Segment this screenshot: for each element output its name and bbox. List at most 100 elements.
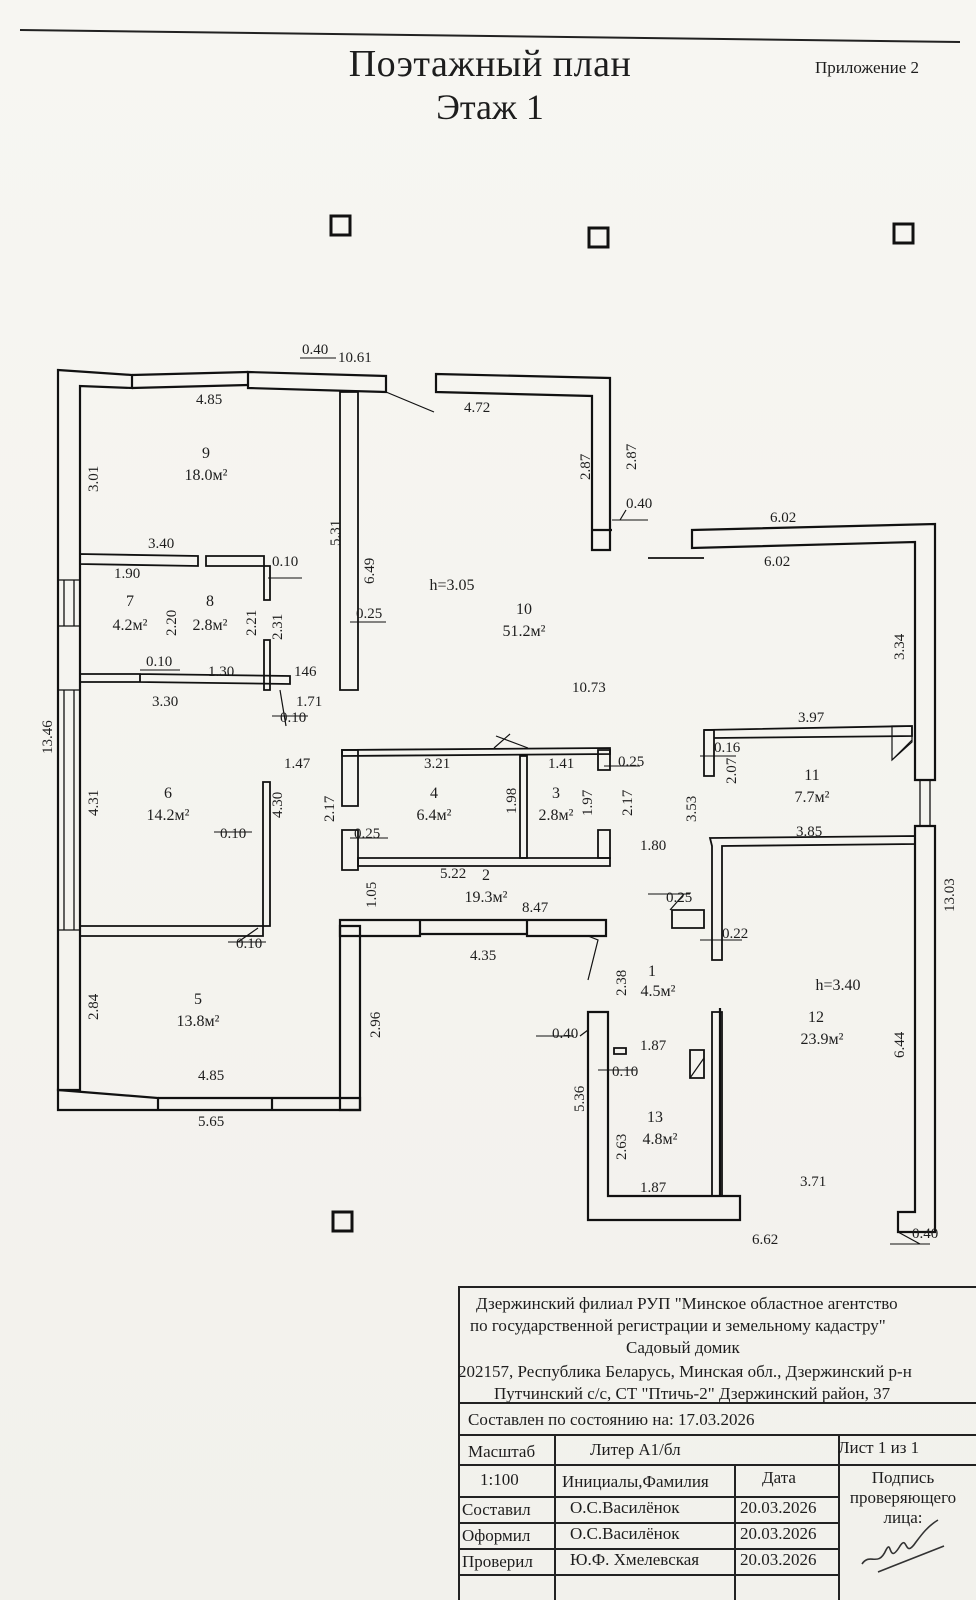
dimension-label: 2.20 xyxy=(164,610,180,636)
row-date: 20.03.2026 xyxy=(740,1550,817,1569)
dimension-label: 0.40 xyxy=(626,496,652,512)
dimension-label: 146 xyxy=(294,664,317,680)
dimension-label: 1.87 xyxy=(640,1038,667,1054)
dimension-label: 5.31 xyxy=(328,520,344,546)
dimension-label: 3.71 xyxy=(800,1174,826,1190)
dimension-label: 4.31 xyxy=(86,790,102,816)
room-9-area: 18.0м² xyxy=(185,467,228,484)
exterior-wall-north-left xyxy=(246,370,388,394)
room-2-number: 2 xyxy=(482,867,490,884)
dimension-label: 10.61 xyxy=(338,350,372,366)
address-line2: Путчинский с/с, СТ "Птичь-2" Дзержинский… xyxy=(494,1384,891,1403)
dimension-label: 3.53 xyxy=(684,796,700,822)
dimension-label: 5.65 xyxy=(198,1114,224,1130)
dimension-label: 3.01 xyxy=(86,466,102,492)
room-13-area: 4.8м² xyxy=(643,1131,678,1148)
dimension-label: 1.97 xyxy=(580,789,596,816)
survey-marker xyxy=(892,222,915,245)
row-role: Проверил xyxy=(462,1552,533,1571)
object-name: Садовый домик xyxy=(626,1338,740,1357)
dimension-label: 1.47 xyxy=(284,756,311,772)
dimension-label: 1.41 xyxy=(548,756,574,772)
liter-label: Литер А1/бл xyxy=(590,1440,681,1459)
dimension-label: 3.40 xyxy=(148,536,174,552)
survey-marker xyxy=(587,226,610,249)
ceiling-height: h=3.05 xyxy=(429,577,474,594)
dimension-label: 13.03 xyxy=(942,878,958,912)
survey-marker xyxy=(329,214,352,237)
scale-value: 1:100 xyxy=(480,1470,519,1489)
room-10-area: 51.2м² xyxy=(503,623,546,640)
room-2-area: 19.3м² xyxy=(465,889,508,906)
room-11-area: 7.7м² xyxy=(795,789,830,806)
state-date: Составлен по состоянию на: 17.03.2026 xyxy=(468,1410,755,1429)
room-3-area: 2.8м² xyxy=(539,807,574,824)
dimension-label: 3.21 xyxy=(424,756,450,772)
dimension-label: 4.30 xyxy=(270,792,286,818)
dimension-label: 2.87 xyxy=(624,443,640,470)
dimension-label: 3.34 xyxy=(892,633,908,660)
dimension-label: 0.16 xyxy=(714,740,741,756)
row-date: 20.03.2026 xyxy=(740,1498,817,1517)
signature-mark xyxy=(861,1519,945,1573)
dimension-label: 6.02 xyxy=(764,554,790,570)
dimension-label: 2.84 xyxy=(86,993,102,1020)
floor-plan: 9 18.0м² 7 4.2м² 8 2.8м² 10 51.2м² 6 14.… xyxy=(19,29,961,1248)
dimension-label: 5.36 xyxy=(572,1085,588,1112)
row-role: Составил xyxy=(462,1500,531,1519)
dimension-label: 2.17 xyxy=(322,795,338,822)
dimension-label: 1.98 xyxy=(504,788,520,814)
room-1-area: 4.5м² xyxy=(641,983,676,1000)
row-role: Оформил xyxy=(462,1526,531,1545)
exterior-wall-room13 xyxy=(586,1010,742,1222)
dimension-label: 1.71 xyxy=(296,694,322,710)
dimension-label: 6.62 xyxy=(752,1232,778,1248)
dimension-label: 1.87 xyxy=(640,1180,667,1196)
room-9-number: 9 xyxy=(202,445,210,462)
dimension-label: 0.10 xyxy=(272,554,298,570)
dimension-label: 0.10 xyxy=(236,936,262,952)
page-title: Поэтажный план xyxy=(348,43,632,85)
dimension-label: 10.73 xyxy=(572,680,606,696)
exterior-wall-north-right xyxy=(434,372,612,552)
room-11-number: 11 xyxy=(804,767,819,784)
dimension-label: 1.80 xyxy=(640,838,666,854)
dimension-label: 0.25 xyxy=(666,890,692,906)
dimension-label: 4.85 xyxy=(196,392,222,408)
room-6-area: 14.2м² xyxy=(147,807,190,824)
dimension-label: 3.85 xyxy=(796,824,822,840)
row-date: 20.03.2026 xyxy=(740,1524,817,1543)
room-12-area: 23.9м² xyxy=(801,1031,844,1048)
dimension-label: 0.10 xyxy=(612,1064,638,1080)
dimension-label: 4.85 xyxy=(198,1068,224,1084)
dimension-label: 0.40 xyxy=(302,342,328,358)
room-4-area: 6.4м² xyxy=(417,807,452,824)
address-line1: 202157, Республика Беларусь, Минская обл… xyxy=(458,1362,912,1381)
dimension-label: 0.25 xyxy=(618,754,644,770)
room-3-number: 3 xyxy=(552,785,560,802)
exterior-wall-south-left xyxy=(56,1088,362,1112)
column-initials: Инициалы,Фамилия xyxy=(562,1472,709,1491)
room-12-number: 12 xyxy=(808,1009,824,1026)
room-8-area: 2.8м² xyxy=(193,617,228,634)
dimension-label: 6.49 xyxy=(362,558,378,584)
room-6-number: 6 xyxy=(164,785,172,802)
room-4-number: 4 xyxy=(430,785,438,802)
floor-title: Этаж 1 xyxy=(436,87,544,127)
dimension-label: 13.46 xyxy=(40,720,56,754)
org-name-line2: по государственной регистрации и земельн… xyxy=(470,1316,886,1335)
row-name: О.С.Василёнок xyxy=(570,1498,680,1517)
dimension-label: 0.22 xyxy=(722,926,748,942)
dimension-label: 2.21 xyxy=(244,610,260,636)
appendix-label: Приложение 2 xyxy=(815,58,919,77)
dimension-label: 0.10 xyxy=(220,826,246,842)
dimension-label: 2.96 xyxy=(368,1011,384,1038)
exterior-wall-south-mid xyxy=(338,918,608,938)
org-name-line1: Дзержинский филиал РУП "Минское областно… xyxy=(476,1294,898,1313)
dimension-label: 3.97 xyxy=(798,710,825,726)
dimension-label: 5.22 xyxy=(440,866,466,882)
dimension-label: 0.10 xyxy=(280,710,306,726)
sheet-number: Лист 1 из 1 xyxy=(838,1438,920,1457)
scale-label: Масштаб xyxy=(468,1442,536,1461)
